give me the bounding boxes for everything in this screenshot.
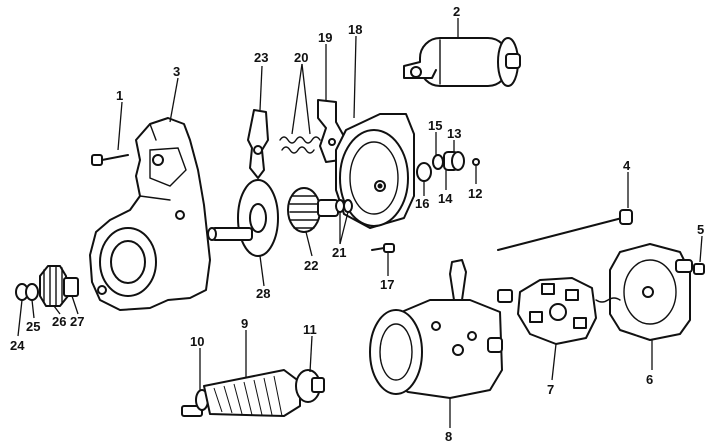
part-drive-housing [89,117,211,311]
callout-6: 6 [646,372,653,387]
callout-14: 14 [438,191,453,206]
part-screw-5 [693,263,705,275]
callout-9: 9 [241,316,248,331]
callout-23: 23 [254,50,268,65]
callout-15: 15 [428,118,442,133]
part-gear [287,187,339,233]
part-through-bolt [497,209,633,251]
leader-lines [17,18,703,428]
callout-13: 13 [447,126,461,141]
part-armature [181,369,325,417]
callout-21: 21 [332,245,346,260]
callout-28: 28 [256,286,270,301]
part-commutator-cover [609,243,693,341]
part-bolt-1 [91,154,129,166]
callout-27: 27 [70,314,84,329]
callout-10: 10 [190,334,204,349]
callout-4: 4 [623,158,631,173]
part-brush-holder [497,277,621,345]
part-shift-lever [247,109,269,179]
callout-26: 26 [52,314,66,329]
part-springs [279,136,321,154]
callout-labels: 1 2 3 4 5 6 7 8 9 10 11 12 13 14 15 16 1… [10,4,704,444]
part-pinion-assembly [15,265,79,307]
part-end-cap [416,151,480,182]
callout-16: 16 [415,196,429,211]
part-end-housing [335,113,415,229]
callout-24: 24 [10,338,25,353]
callout-22: 22 [304,258,318,273]
callout-1: 1 [116,88,123,103]
callout-20: 20 [294,50,308,65]
callout-2: 2 [453,4,460,19]
callout-19: 19 [318,30,332,45]
callout-12: 12 [468,186,482,201]
callout-17: 17 [380,277,394,292]
part-screw-17 [371,243,395,253]
callout-18: 18 [348,22,362,37]
callout-8: 8 [445,429,452,444]
callout-11: 11 [303,322,317,337]
part-overrunning-clutch [207,179,279,257]
callout-5: 5 [697,222,704,237]
callout-25: 25 [26,319,40,334]
callout-3: 3 [173,64,180,79]
callout-7: 7 [547,382,554,397]
part-field-frame [369,259,503,399]
part-spacers [335,199,353,213]
part-solenoid [403,37,521,87]
